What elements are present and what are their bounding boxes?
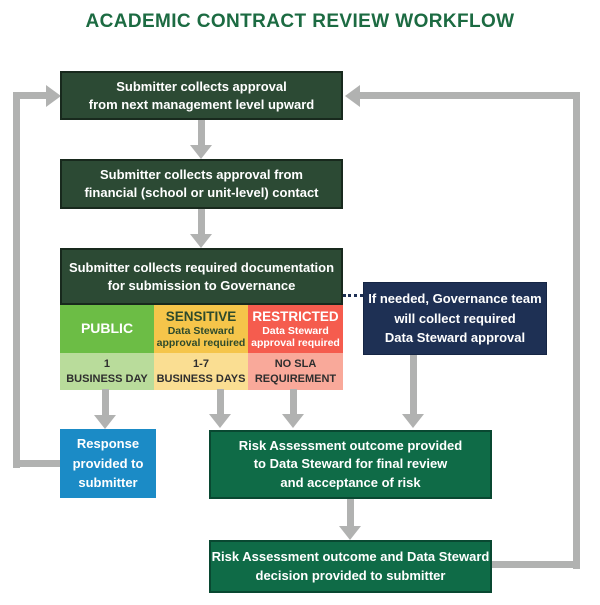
cell-sensitive-sla-label: 1-7 BUSINESS DAYS: [156, 358, 246, 385]
right-return-line-bottom: [492, 561, 580, 568]
node-response: Response provided to submitter: [60, 429, 156, 498]
cell-sensitive-label: SENSITIVE: [165, 308, 237, 324]
page-title: ACADEMIC CONTRACT REVIEW WORKFLOW: [85, 11, 515, 32]
left-return-line-vertical: [13, 92, 20, 468]
node-risk-decision-label: Risk Assessment outcome and Data Steward…: [211, 549, 490, 583]
right-return-arrowhead-icon: [345, 85, 360, 107]
node-financial-approval: Submitter collects approval from financi…: [60, 159, 343, 209]
arrow-sensitive-review-shaft: [217, 389, 224, 414]
node-management-approval-label: Submitter collects approval from next ma…: [88, 78, 315, 112]
arrow-public-response-head-icon: [94, 415, 116, 429]
cell-sensitive-sla: 1-7 BUSINESS DAYS: [154, 353, 248, 390]
cell-public-label: PUBLIC: [80, 320, 134, 337]
right-return-line-top: [360, 92, 580, 99]
node-financial-approval-label: Submitter collects approval from financi…: [84, 167, 319, 200]
arrow-review-decision-head-icon: [339, 526, 361, 540]
arrow-step2-step3-shaft: [198, 209, 205, 234]
cell-restricted-sla-label: NO SLA REQUIREMENT: [254, 358, 337, 385]
cell-restricted-label: RESTRICTED: [252, 308, 339, 324]
cell-sensitive: SENSITIVE Data Steward approval required: [154, 305, 248, 353]
arrow-governance-review-head-icon: [402, 414, 424, 428]
right-return-line-vertical: [573, 92, 580, 569]
arrow-step2-step3-head-icon: [190, 234, 212, 248]
cell-public-sla: 1 BUSINESS DAY: [60, 353, 154, 390]
arrow-sensitive-review-head-icon: [209, 414, 231, 428]
node-risk-review-label: Risk Assessment outcome provided to Data…: [238, 438, 463, 490]
cell-public-sla-label: 1 BUSINESS DAY: [66, 358, 148, 385]
node-documentation-label: Submitter collects required documentatio…: [68, 259, 335, 293]
node-response-label: Response provided to submitter: [72, 436, 144, 491]
arrow-governance-review-shaft: [410, 355, 417, 414]
arrow-review-decision-shaft: [347, 499, 354, 526]
cell-sensitive-note: Data Steward approval required: [156, 325, 246, 350]
left-return-arrowhead-icon: [46, 85, 61, 107]
node-documentation: Submitter collects required documentatio…: [60, 248, 343, 305]
arrow-step1-step2-shaft: [198, 120, 205, 145]
dotted-connector: [343, 294, 363, 297]
left-return-line-top: [13, 92, 46, 99]
cell-restricted-sla: NO SLA REQUIREMENT: [248, 353, 343, 390]
node-management-approval: Submitter collects approval from next ma…: [60, 71, 343, 120]
left-return-line-bottom: [13, 460, 60, 467]
node-risk-decision: Risk Assessment outcome and Data Steward…: [209, 540, 492, 593]
arrow-step1-step2-head-icon: [190, 145, 212, 159]
node-governance-team-label: If needed, Governance team will collect …: [368, 291, 542, 346]
arrow-public-response-shaft: [102, 389, 109, 415]
arrow-restricted-review-head-icon: [282, 414, 304, 428]
node-governance-team: If needed, Governance team will collect …: [363, 282, 547, 355]
cell-restricted: RESTRICTED Data Steward approval require…: [248, 305, 343, 353]
classification-grid: PUBLIC SENSITIVE Data Steward approval r…: [60, 305, 343, 390]
cell-restricted-note: Data Steward approval required: [251, 325, 340, 350]
arrow-restricted-review-shaft: [290, 389, 297, 414]
node-risk-review: Risk Assessment outcome provided to Data…: [209, 430, 492, 499]
cell-public: PUBLIC: [60, 305, 154, 353]
